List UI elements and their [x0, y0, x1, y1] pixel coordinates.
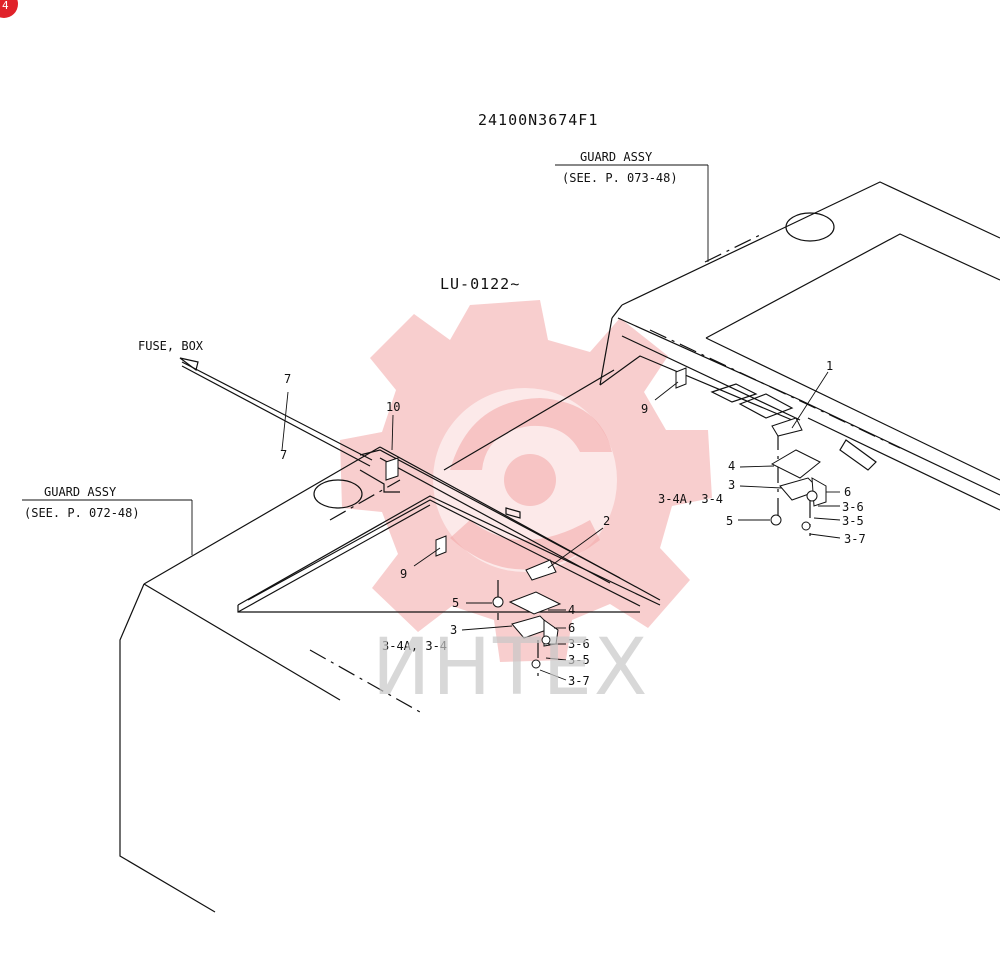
- serial-range: LU-0122∼: [440, 275, 520, 293]
- part-7-label-a: 7: [284, 372, 291, 386]
- left-guard-body: [119, 446, 661, 913]
- fuse-box-label: FUSE, BOX: [138, 339, 204, 353]
- watermark-text: ИНТЕХ: [372, 623, 649, 713]
- part-9-left-label: 9: [400, 567, 407, 581]
- watermark-gear-icon: [340, 300, 712, 662]
- right-hinge-assembly: [770, 417, 827, 536]
- left-part-3-5-label: 3-5: [568, 653, 590, 667]
- right-part-3-7-label: 3-7: [844, 532, 866, 546]
- drawing-number: 24100N3674F1: [478, 111, 598, 129]
- right-part-5-label: 5: [726, 514, 733, 528]
- leader-lines: [22, 164, 841, 681]
- guard-assy-left-ref: (SEE. P. 072-48): [24, 506, 140, 520]
- left-part-3-7-label: 3-7: [568, 674, 590, 688]
- right-part-3-label: 3: [728, 478, 735, 492]
- guard-assy-right-label: GUARD ASSY: [580, 150, 653, 164]
- fuse-box-cable: [179, 357, 373, 467]
- right-part-6-label: 6: [844, 485, 851, 499]
- part-7-label-b: 7: [280, 448, 287, 462]
- right-part-3-4a-label: 3-4A, 3-4: [658, 492, 723, 506]
- guard-assy-left-label: GUARD ASSY: [44, 485, 117, 499]
- right-part-3-6-label: 3-6: [842, 500, 864, 514]
- corner-badge-label: 4: [2, 0, 9, 12]
- left-part-3-4a-label: 3-4A, 3-4: [382, 639, 447, 653]
- part-2-label: 2: [603, 514, 610, 528]
- right-part-3-5-label: 3-5: [842, 514, 864, 528]
- right-guard-body: [599, 181, 1000, 511]
- part-10-label: 10: [386, 400, 400, 414]
- left-part-3-6-label: 3-6: [568, 637, 590, 651]
- left-hinge-assembly: [385, 367, 687, 676]
- frame-connector: [443, 369, 615, 471]
- corner-badge: 4: [0, 0, 18, 18]
- left-part-3-label: 3: [450, 623, 457, 637]
- left-part-4-label: 4: [568, 603, 575, 617]
- right-part-4-label: 4: [728, 459, 735, 473]
- left-part-6-label: 6: [568, 621, 575, 635]
- left-part-5-label: 5: [452, 596, 459, 610]
- part-1-label: 1: [826, 359, 833, 373]
- part-9-right-label: 9: [641, 402, 648, 416]
- guard-assy-right-ref: (SEE. P. 073-48): [562, 171, 678, 185]
